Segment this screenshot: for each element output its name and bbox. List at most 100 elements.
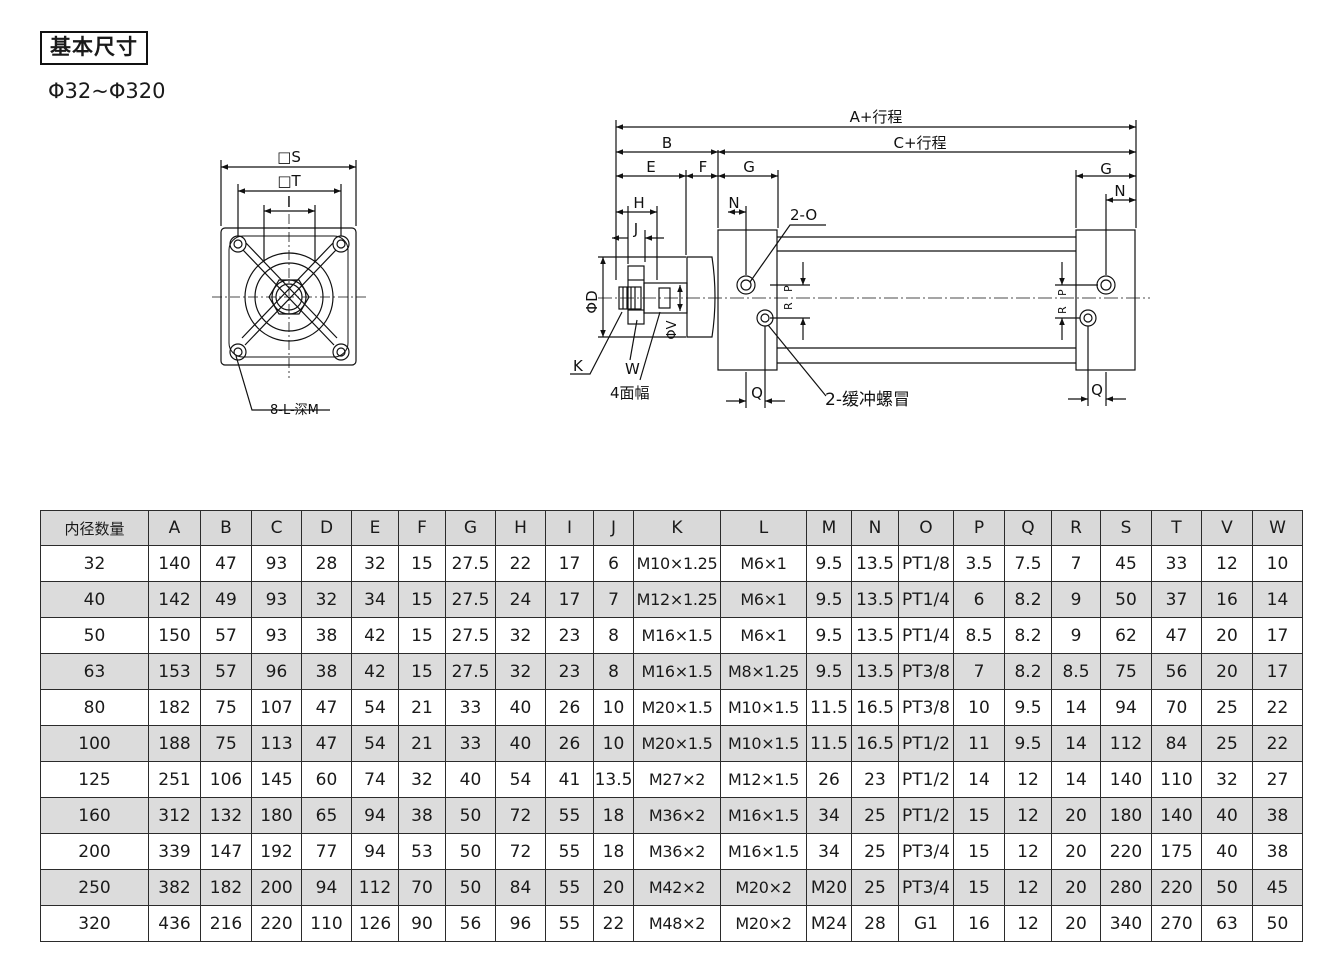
table-cell: M8×1.25 — [720, 653, 807, 690]
table-cell: 38 — [301, 653, 352, 690]
label-j: J — [633, 220, 638, 238]
table-cell: 32 — [351, 545, 399, 582]
label-mount: 8-L-深M — [270, 403, 319, 418]
table-cell: 28 — [851, 905, 899, 942]
table-cell: 20 — [1201, 653, 1253, 690]
table-cell: 12 — [1201, 545, 1253, 582]
table-cell: 10 — [593, 725, 634, 762]
table-cell: 94 — [1100, 689, 1152, 726]
table-cell: 340 — [1100, 905, 1152, 942]
table-cell: 41 — [545, 761, 594, 798]
table-cell: 93 — [251, 581, 302, 618]
table-cell: 182 — [148, 689, 201, 726]
table-cell: 13.5 — [851, 617, 899, 654]
table-cell: 90 — [398, 905, 446, 942]
table-cell: 65 — [301, 797, 352, 834]
table-cell: 55 — [545, 905, 594, 942]
table-cell: 25 — [1201, 689, 1253, 726]
table-cell: 63 — [1201, 905, 1253, 942]
label-flats: 4面幅 — [610, 384, 650, 402]
table-cell: 45 — [1252, 869, 1303, 906]
table-cell: 25 — [1201, 725, 1253, 762]
table-cell: M10×1.25 — [633, 545, 721, 582]
column-header: J — [593, 510, 634, 546]
table-cell: 56 — [1151, 653, 1202, 690]
table-cell: 14 — [1051, 689, 1101, 726]
table-cell: 22 — [495, 545, 546, 582]
table-cell: 25 — [851, 833, 899, 870]
table-cell: 8 — [593, 617, 634, 654]
label-c-stroke: C+行程 — [893, 134, 946, 152]
table-cell: 110 — [1151, 761, 1202, 798]
label-k: K — [573, 357, 584, 375]
table-cell: 56 — [445, 905, 496, 942]
table-cell: 53 — [398, 833, 446, 870]
label-b: B — [662, 134, 672, 152]
table-cell: 55 — [545, 797, 594, 834]
table-cell: 182 — [200, 869, 252, 906]
table-cell: 38 — [301, 617, 352, 654]
table-cell: 32 — [1201, 761, 1253, 798]
table-cell: 47 — [301, 725, 352, 762]
table-cell: 22 — [1252, 725, 1303, 762]
table-cell: PT1/8 — [898, 545, 954, 582]
table-cell: 112 — [351, 869, 399, 906]
table-cell: M12×1.25 — [633, 581, 721, 618]
table-cell: 12 — [1004, 833, 1052, 870]
label-i: I — [287, 193, 291, 211]
table-cell: 9 — [1051, 617, 1101, 654]
table-cell: 13.5 — [851, 653, 899, 690]
section-title: 基本尺寸 — [40, 31, 148, 65]
label-f: F — [699, 158, 708, 176]
table-cell: 54 — [495, 761, 546, 798]
table-cell: 27.5 — [445, 653, 496, 690]
table-cell: 9 — [1051, 581, 1101, 618]
column-header: K — [633, 510, 721, 546]
table-cell: 140 — [1100, 761, 1152, 798]
table-cell: 40 — [1201, 797, 1253, 834]
column-header: G — [445, 510, 496, 546]
table-cell: M16×1.5 — [720, 797, 807, 834]
table-cell: 32 — [495, 653, 546, 690]
table-cell: 6 — [953, 581, 1005, 618]
table-cell: 62 — [1100, 617, 1152, 654]
label-n-left: N — [728, 194, 739, 212]
label-p-left: P — [782, 285, 795, 292]
label-s: □S — [277, 148, 301, 166]
table-cell: M36×2 — [633, 797, 721, 834]
table-cell: 126 — [351, 905, 399, 942]
label-q-left: Q — [751, 384, 763, 402]
table-cell: 20 — [1051, 905, 1101, 942]
table-cell: 40 — [1201, 833, 1253, 870]
table-cell: 9.5 — [806, 545, 852, 582]
table-cell: M24 — [806, 905, 852, 942]
table-cell: 27.5 — [445, 581, 496, 618]
table-cell: 23 — [545, 653, 594, 690]
table-cell: 13.5 — [851, 545, 899, 582]
table-cell: 9.5 — [806, 617, 852, 654]
column-header: L — [720, 510, 807, 546]
table-cell: 70 — [1151, 689, 1202, 726]
table-cell: 50 — [1201, 869, 1253, 906]
column-header: S — [1100, 510, 1152, 546]
table-cell: 8 — [593, 653, 634, 690]
label-ports: 2-O — [790, 206, 817, 224]
table-cell: 150 — [148, 617, 201, 654]
table-cell: 7.5 — [1004, 545, 1052, 582]
column-header: O — [898, 510, 954, 546]
table-cell: 75 — [200, 725, 252, 762]
table-cell: M20×2 — [720, 905, 807, 942]
table-cell: 22 — [593, 905, 634, 942]
table-cell: M12×1.5 — [720, 761, 807, 798]
table-cell: 12 — [1004, 905, 1052, 942]
table-cell: 312 — [148, 797, 201, 834]
